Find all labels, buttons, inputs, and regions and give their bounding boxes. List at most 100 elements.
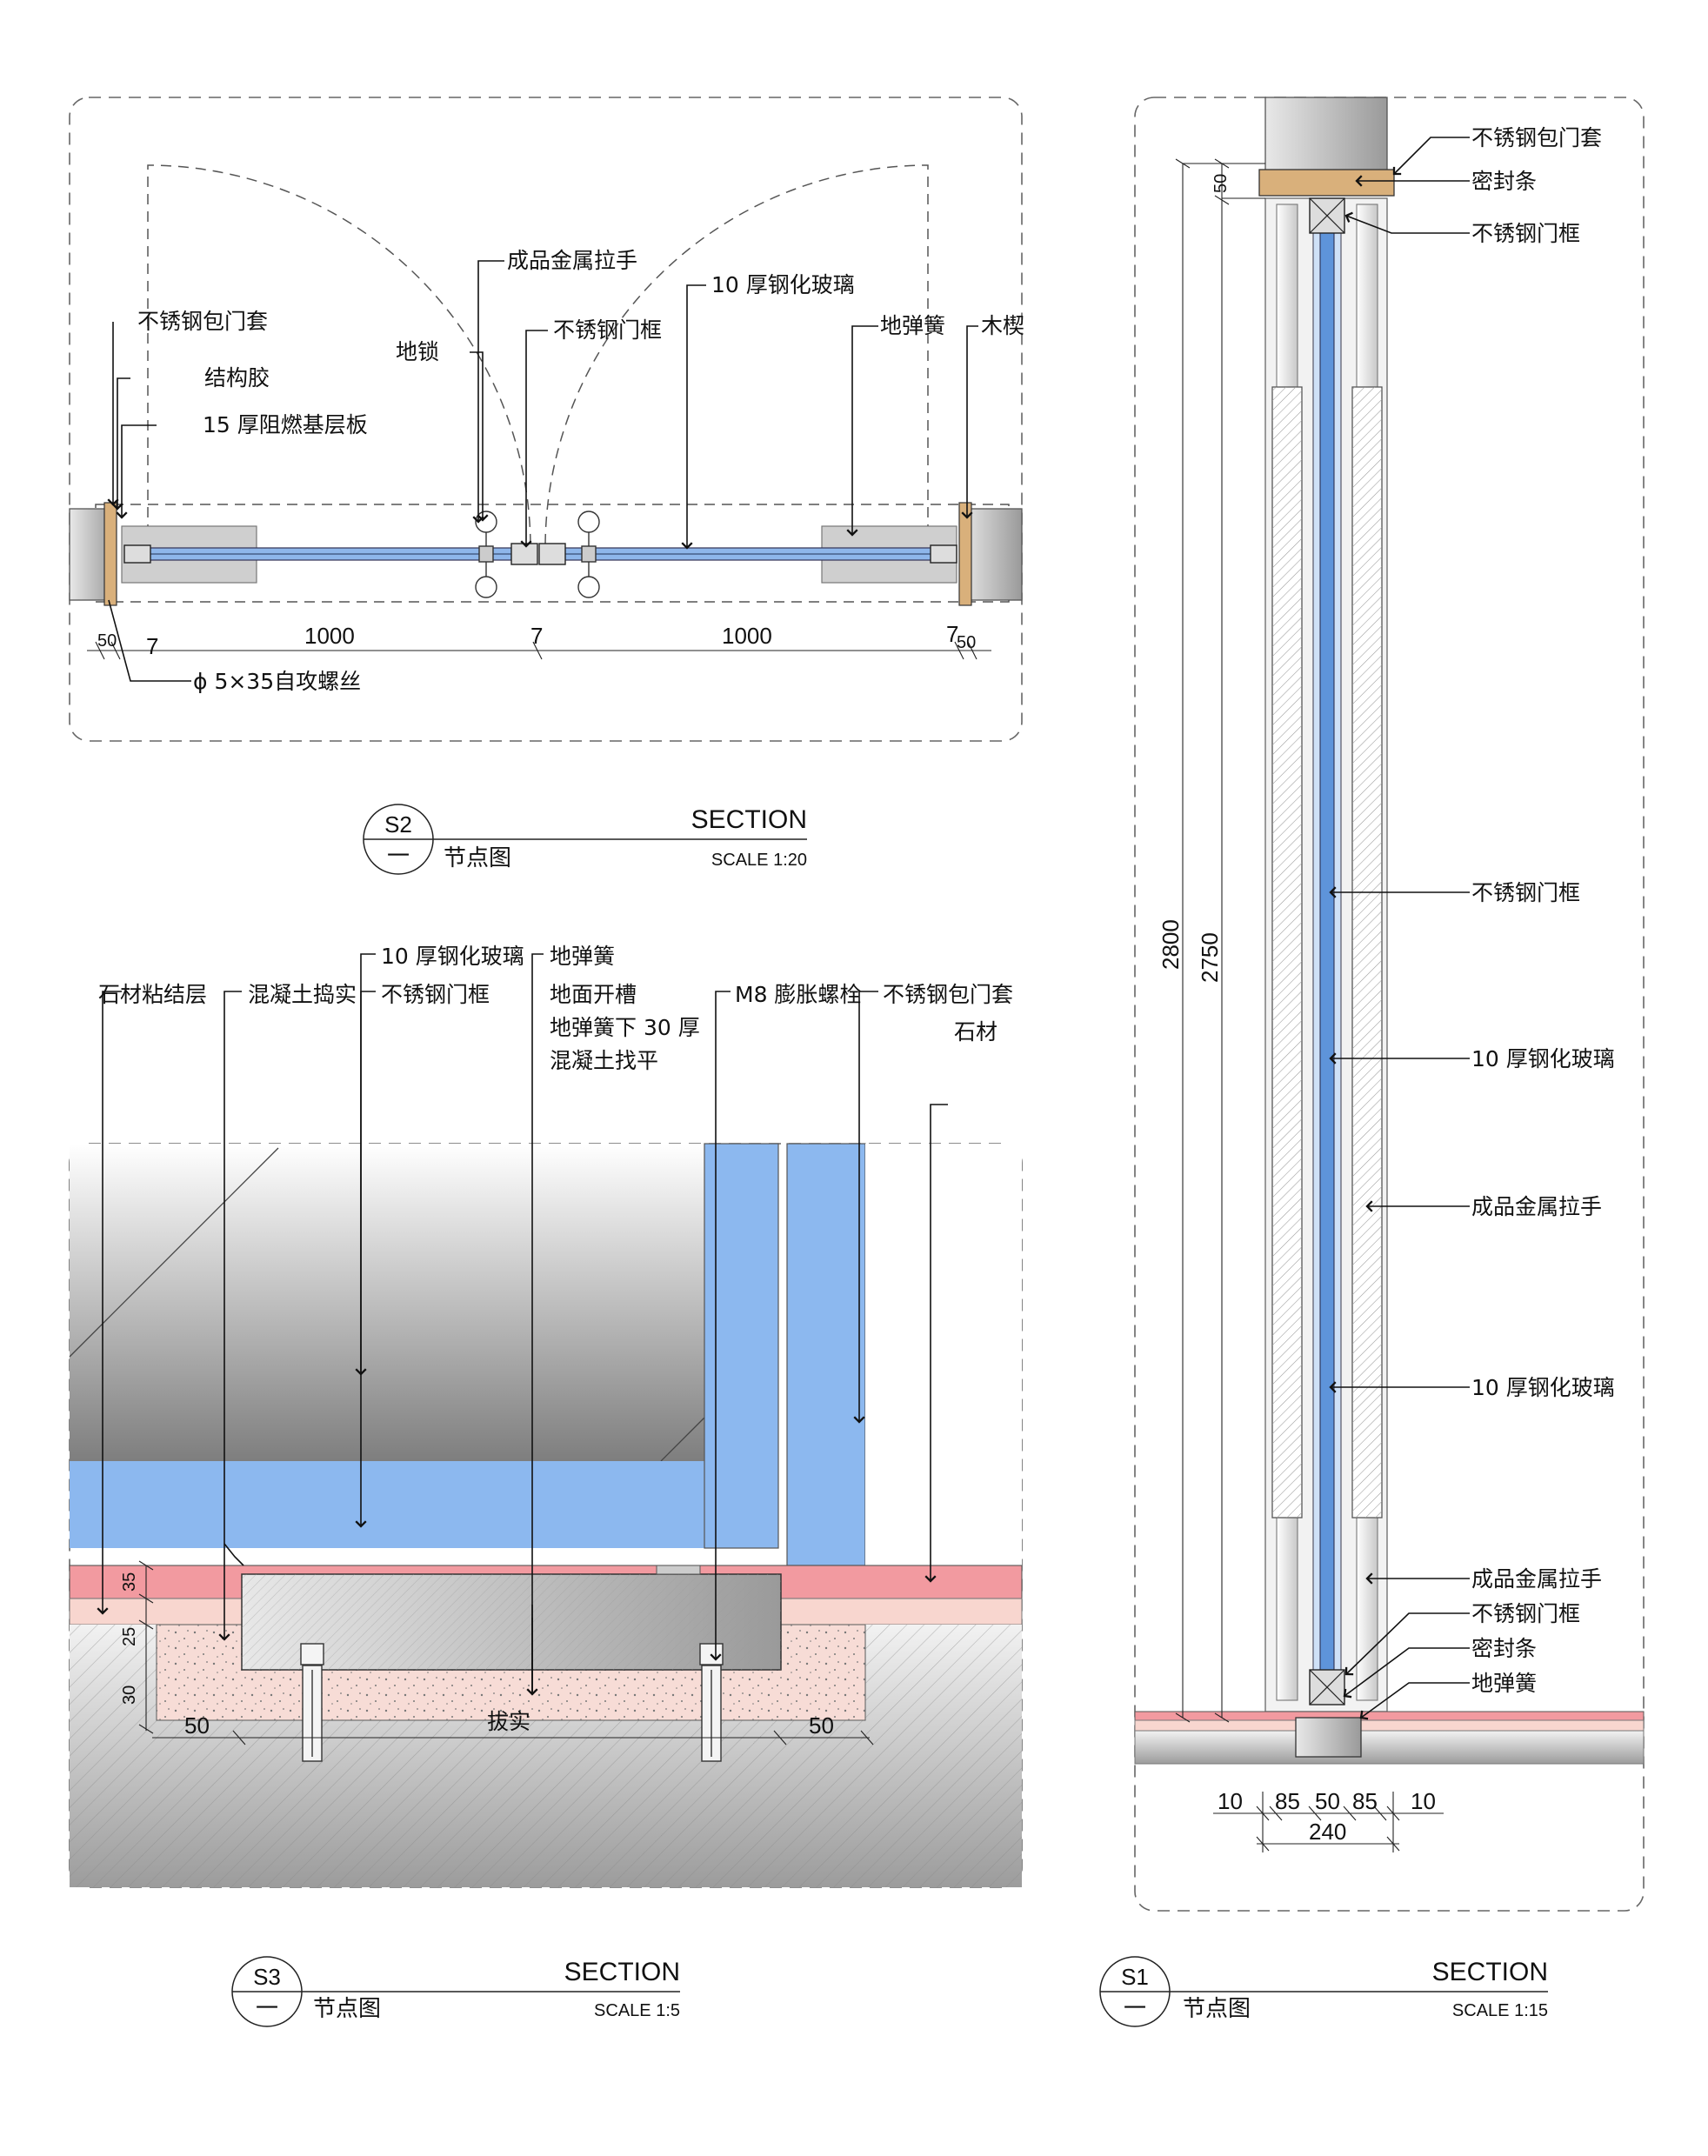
s2-dim-line bbox=[87, 641, 991, 660]
handle-right bbox=[577, 511, 600, 598]
ss-frame-left bbox=[123, 544, 151, 564]
s2-dim-50a: 50 bbox=[97, 631, 117, 651]
wood-wedge-right bbox=[958, 502, 972, 606]
s1-bottom-dims bbox=[1213, 1792, 1444, 1852]
s3-label-floor-spring: 地弹簧 bbox=[550, 944, 615, 969]
s1-title-section: SECTION bbox=[1432, 1958, 1548, 1986]
s3-label-slot-3: 混凝土找平 bbox=[550, 1048, 658, 1073]
s3-label-slot-1: 地面开槽 bbox=[550, 982, 637, 1007]
s1-dim-b85b: 85 bbox=[1352, 1788, 1378, 1814]
s2-label-handle: 成品金属拉手 bbox=[507, 248, 637, 273]
s3-detail-section: 35 25 30 50 50 拔实 石材粘结层 混凝土捣实 10 厚钢化玻璃 不… bbox=[69, 944, 1023, 1888]
s3-label-slot-2: 地弹簧下 30 厚 bbox=[550, 1015, 700, 1040]
s3-title-name: 节点图 bbox=[313, 1996, 381, 2022]
s1-dim-b10b: 10 bbox=[1411, 1788, 1436, 1814]
s3-ss-frame-vertical bbox=[704, 1143, 779, 1549]
s2-label-ss-casing: 不锈钢包门套 bbox=[137, 309, 268, 334]
s3-title-tag: S3 bbox=[253, 1964, 281, 1990]
door-leaf-grey bbox=[70, 1144, 704, 1461]
s2-label-fr-board: 15 厚阻燃基层板 bbox=[203, 412, 368, 437]
s3-label-ss-frame: 不锈钢门框 bbox=[381, 982, 490, 1007]
s2-frame bbox=[69, 97, 1023, 742]
ss-frame-right bbox=[930, 544, 957, 564]
s1-vertical-dims bbox=[1175, 158, 1265, 1723]
s1-dim-b240: 240 bbox=[1309, 1819, 1346, 1845]
s1-frame bbox=[1134, 97, 1645, 1912]
s1-title-scale: SCALE 1:15 bbox=[1452, 2001, 1548, 2020]
s2-dim-1000b: 1000 bbox=[722, 623, 772, 649]
s2-dim-7a: 7 bbox=[146, 633, 158, 659]
s1-label-ss-frame-top: 不锈钢门框 bbox=[1471, 221, 1580, 246]
s2-title-num: 一 bbox=[387, 844, 410, 870]
s1-floor bbox=[1134, 1730, 1645, 1765]
s1-elevation-section: 50 2800 2750 10 85 50 85 10 240 bbox=[1134, 97, 1645, 1912]
s2-label-floor-spring: 地弹簧 bbox=[880, 313, 945, 338]
s2-dim-7b: 7 bbox=[530, 623, 543, 649]
s2-title-tag: S2 bbox=[384, 811, 412, 838]
s3-title-section: SECTION bbox=[564, 1958, 680, 1986]
wood-wedge-left bbox=[103, 502, 117, 606]
s1-dim-2750: 2750 bbox=[1197, 932, 1223, 983]
s3-dim-25: 25 bbox=[120, 1627, 139, 1646]
s1-label-seal-bot: 密封条 bbox=[1471, 1636, 1537, 1661]
s2-title-scale: SCALE 1:20 bbox=[711, 851, 807, 870]
s1-title-name: 节点图 bbox=[1183, 1996, 1251, 2022]
s1-dim-b50: 50 bbox=[1315, 1788, 1340, 1814]
s1-dim-50: 50 bbox=[1211, 174, 1231, 193]
s2-label-ss-frame: 不锈钢门框 bbox=[553, 317, 662, 343]
s3-dim-30: 30 bbox=[120, 1685, 139, 1705]
s3-label-compact: 拔实 bbox=[487, 1709, 530, 1734]
s2-title-section: SECTION bbox=[691, 805, 807, 834]
s1-label-ss-frame-mid: 不锈钢门框 bbox=[1471, 880, 1580, 905]
handle-left bbox=[475, 511, 497, 598]
s2-title-block: S2 一 SECTION 节点图 SCALE 1:20 bbox=[363, 804, 807, 875]
s3-label-bolt: M8 膨胀螺栓 bbox=[735, 982, 861, 1007]
s3-stone-white bbox=[865, 1144, 1022, 1565]
ss-frame-center-a bbox=[510, 543, 538, 565]
s2-dim-50b: 50 bbox=[957, 633, 976, 652]
s1-dim-b85a: 85 bbox=[1275, 1788, 1300, 1814]
s1-glass-core bbox=[1319, 230, 1335, 1679]
s1-label-glass-2: 10 厚钢化玻璃 bbox=[1471, 1375, 1615, 1400]
s1-floor-spring bbox=[1295, 1717, 1362, 1758]
door-swing-right bbox=[544, 164, 929, 552]
s1-dim-b10a: 10 bbox=[1218, 1788, 1243, 1814]
s3-label-concrete: 混凝土捣实 bbox=[248, 982, 357, 1007]
s1-label-glass-1: 10 厚钢化玻璃 bbox=[1471, 1046, 1615, 1071]
s1-dim-2800: 2800 bbox=[1158, 919, 1184, 970]
s1-header-casing bbox=[1258, 169, 1395, 197]
s2-label-glass: 10 厚钢化玻璃 bbox=[711, 272, 855, 297]
s2-dim-7c: 7 bbox=[946, 621, 958, 647]
s1-label-handle-2: 成品金属拉手 bbox=[1471, 1566, 1602, 1592]
s3-dims bbox=[138, 1560, 874, 1745]
s1-label-seal-top: 密封条 bbox=[1471, 169, 1537, 194]
s2-label-screw: ϕ 5×35自攻螺丝 bbox=[193, 669, 361, 694]
s3-ss-casing-vertical bbox=[786, 1143, 866, 1566]
s3-label-ss-casing: 不锈钢包门套 bbox=[883, 982, 1013, 1007]
s3-label-glass: 10 厚钢化玻璃 bbox=[381, 944, 524, 969]
s3-title-scale: SCALE 1:5 bbox=[594, 2001, 680, 2020]
s1-title-tag: S1 bbox=[1121, 1964, 1149, 1990]
s1-label-handle-1: 成品金属拉手 bbox=[1471, 1194, 1602, 1219]
s2-title-name: 节点图 bbox=[444, 845, 511, 871]
bolt-right bbox=[699, 1643, 724, 1762]
s1-label-ss-casing: 不锈钢包门套 bbox=[1471, 125, 1602, 150]
s1-title-block: S1 一 SECTION 节点图 SCALE 1:15 bbox=[1099, 1956, 1548, 2027]
s3-dim-35: 35 bbox=[120, 1572, 139, 1592]
s3-glass-band bbox=[70, 1461, 704, 1548]
s2-label-wood-wedge: 木楔 bbox=[981, 313, 1024, 338]
s1-label-floor-spring: 地弹簧 bbox=[1471, 1671, 1537, 1696]
door-swing-left bbox=[147, 164, 531, 552]
s1-label-ss-frame-bot: 不锈钢门框 bbox=[1471, 1601, 1580, 1626]
s3-label-stone: 石材 bbox=[954, 1019, 997, 1045]
s2-plan-view: 50 7 1000 7 1000 7 50 不锈钢包门套 结构胶 15 厚阻燃基… bbox=[69, 97, 1024, 742]
s1-title-num: 一 bbox=[1124, 1996, 1146, 2022]
bolt-left bbox=[300, 1643, 324, 1762]
ss-frame-center-b bbox=[538, 543, 566, 565]
s3-dim-50a: 50 bbox=[184, 1712, 210, 1739]
s3-label-stone-bond: 石材粘结层 bbox=[98, 982, 207, 1007]
s2-dim-1000a: 1000 bbox=[304, 623, 355, 649]
s3-dim-50b: 50 bbox=[809, 1712, 834, 1739]
s3-title-num: 一 bbox=[256, 1996, 278, 2022]
